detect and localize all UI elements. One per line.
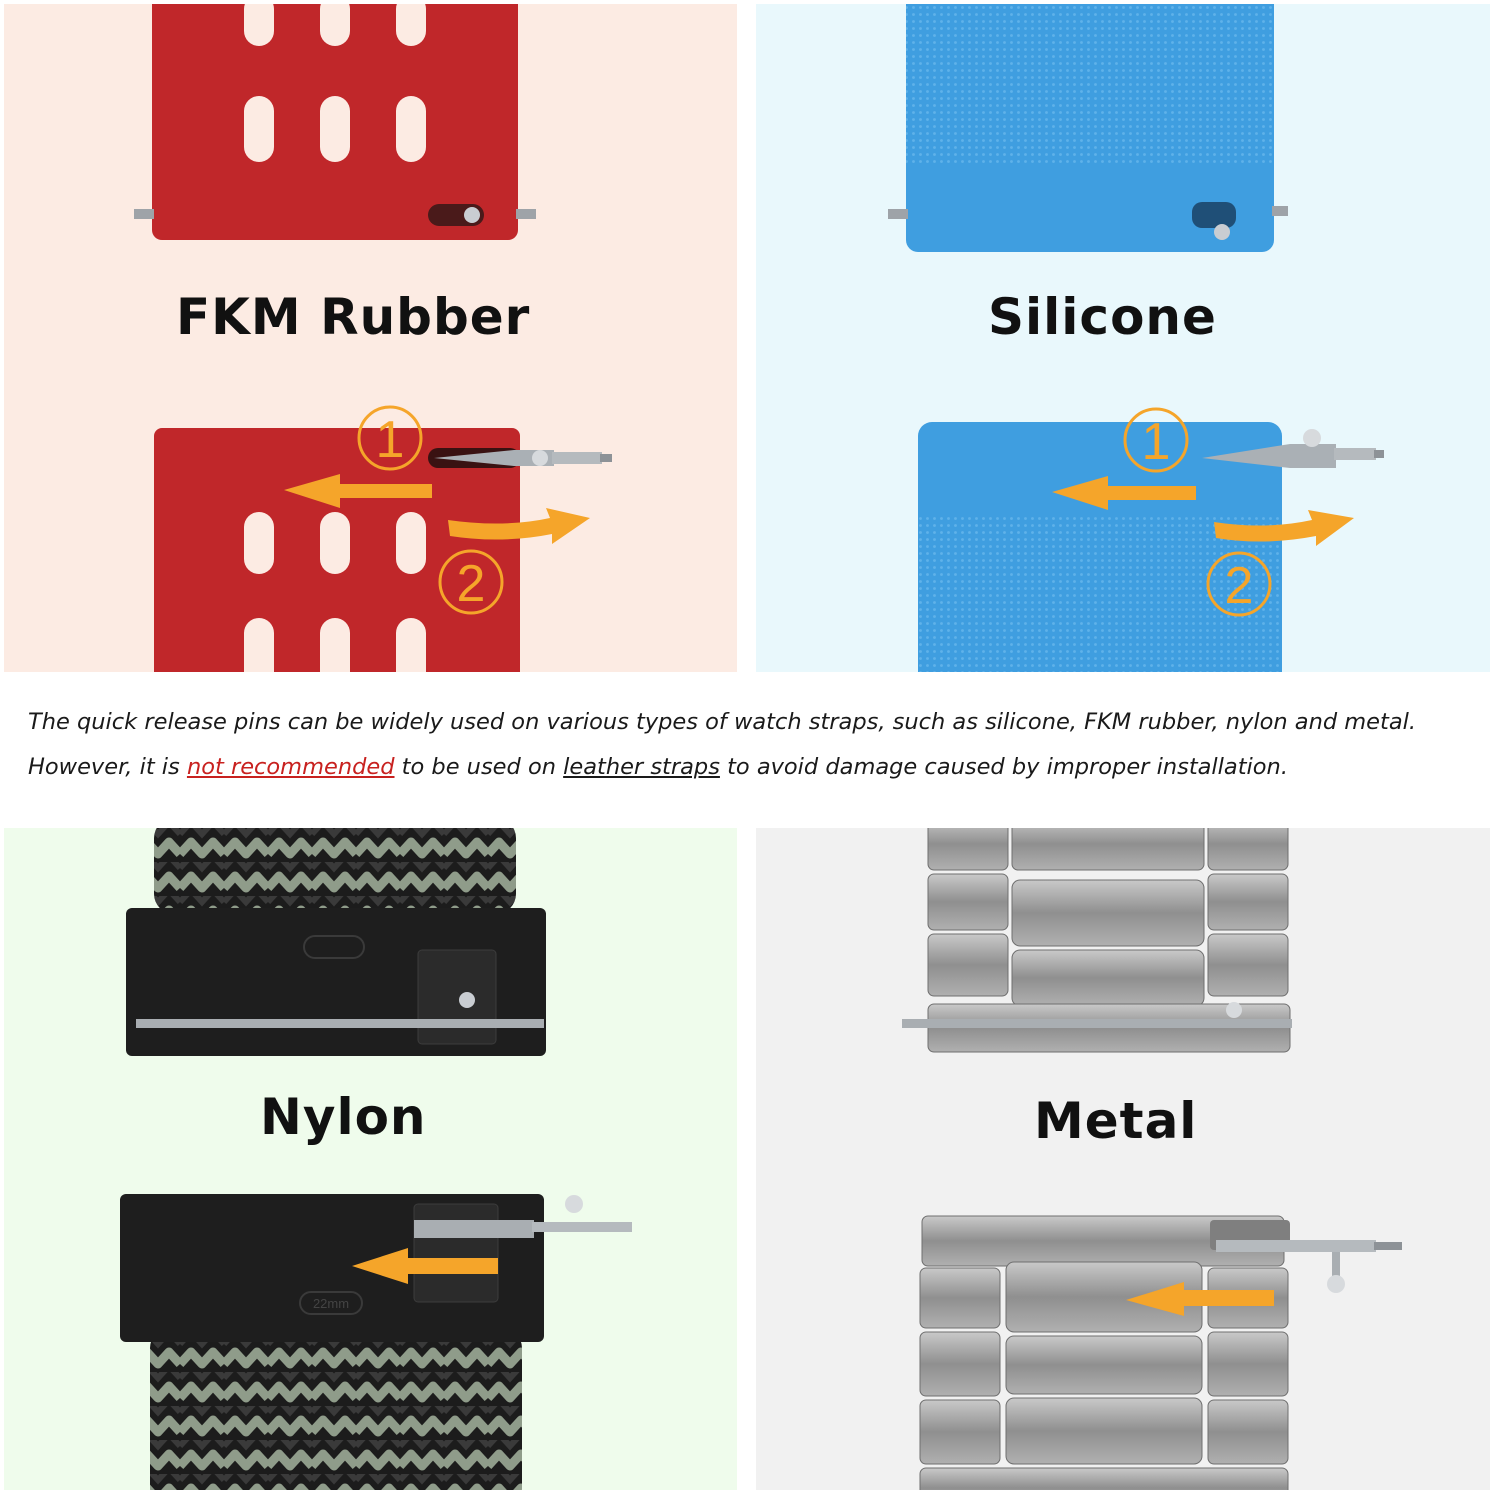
metal-pin-head bbox=[1327, 1275, 1345, 1293]
fkm-rubber-label: FKM Rubber bbox=[176, 288, 531, 346]
nylon-bottom-marking bbox=[299, 1291, 363, 1315]
silicone-pin-knob bbox=[1214, 224, 1230, 240]
silicone-pin-right-tip bbox=[1272, 206, 1288, 216]
metal-label: Metal bbox=[1034, 1092, 1198, 1150]
metal-pin-stem bbox=[1332, 1252, 1340, 1282]
fkm-pin-head bbox=[532, 450, 548, 466]
fkm-rubber-illustration: 1 2 bbox=[134, 4, 612, 672]
fkm-arrow-step1-icon bbox=[284, 474, 432, 508]
fkm-pin-right-tip bbox=[516, 209, 536, 219]
silicone-step1-circle-icon bbox=[1123, 407, 1189, 473]
nylon-clip-marking: 22mm bbox=[313, 1296, 349, 1311]
nylon-top-slot bbox=[417, 949, 497, 1045]
metal-top-pin bbox=[902, 1019, 1292, 1028]
metal-pin-shaft bbox=[1216, 1240, 1376, 1252]
metal-arrow-icon bbox=[1126, 1282, 1274, 1316]
caption-line-2-mid: to be used on bbox=[394, 754, 564, 780]
silicone-arrow-step2-icon bbox=[1214, 510, 1354, 546]
nylon-bottom-braid bbox=[150, 1328, 522, 1490]
fkm-rubber-panel: 1 2 FKM Rubber bbox=[4, 4, 737, 672]
caption: The quick release pins can be widely use… bbox=[28, 700, 1478, 790]
leather-straps-text: leather straps bbox=[563, 754, 720, 780]
nylon-label: Nylon bbox=[260, 1088, 427, 1146]
fkm-step1-circle-icon bbox=[357, 405, 423, 471]
nylon-pin-head bbox=[565, 1195, 583, 1213]
nylon-panel: 22mm Nylon bbox=[4, 828, 737, 1490]
caption-line-2: However, it is not recommended to be use… bbox=[28, 745, 1478, 790]
metal-pin-end bbox=[1374, 1242, 1402, 1250]
silicone-pin-slot bbox=[1192, 202, 1236, 228]
nylon-top-pin bbox=[136, 1019, 544, 1028]
fkm-arrow-step2-icon bbox=[448, 508, 590, 544]
silicone-top-texture bbox=[906, 4, 1274, 164]
nylon-top-braid bbox=[154, 828, 516, 914]
fkm-pin-body bbox=[434, 450, 554, 466]
fkm-step2-circle-icon bbox=[438, 549, 504, 615]
caption-line-1: The quick release pins can be widely use… bbox=[28, 709, 1417, 735]
silicone-pin-left-tip bbox=[888, 209, 908, 219]
nylon-arrow-icon bbox=[352, 1248, 498, 1284]
fkm-pin-end bbox=[600, 454, 612, 462]
silicone-step2-circle-icon bbox=[1206, 551, 1272, 617]
silicone-step1-number: 1 bbox=[1142, 413, 1171, 471]
not-recommended-text: not recommended bbox=[186, 754, 395, 780]
nylon-top-pin-knob bbox=[459, 992, 475, 1008]
metal-top-pin-knob bbox=[1226, 1002, 1242, 1018]
silicone-pin-end bbox=[1374, 450, 1384, 458]
fkm-pin-shaft bbox=[552, 452, 602, 464]
silicone-step2-number: 2 bbox=[1225, 557, 1254, 615]
fkm-bottom-holes bbox=[244, 512, 426, 672]
fkm-step2-number: 2 bbox=[457, 555, 486, 613]
caption-line-2-start: However, it is bbox=[28, 754, 187, 780]
caption-line-2-end: to avoid damage caused by improper insta… bbox=[719, 754, 1288, 780]
silicone-pin-shaft bbox=[1334, 448, 1376, 460]
nylon-pin-shaft bbox=[532, 1222, 632, 1232]
fkm-top-holes bbox=[244, 4, 426, 162]
silicone-illustration: 1 2 bbox=[888, 4, 1384, 672]
fkm-pin-knob bbox=[464, 207, 480, 223]
nylon-illustration: 22mm bbox=[120, 828, 632, 1490]
metal-panel: Metal bbox=[756, 828, 1490, 1490]
metal-top-links bbox=[927, 828, 1291, 1053]
silicone-arrow-step1-icon bbox=[1052, 476, 1196, 510]
nylon-bottom-slot bbox=[413, 1203, 499, 1303]
fkm-pin-left-tip bbox=[134, 209, 154, 219]
nylon-pin-body bbox=[414, 1220, 534, 1238]
silicone-pin-body bbox=[1202, 444, 1336, 468]
silicone-bottom-texture bbox=[918, 516, 1282, 672]
silicone-pin-head bbox=[1303, 429, 1321, 447]
nylon-top-marking bbox=[303, 935, 365, 959]
metal-illustration bbox=[902, 828, 1402, 1490]
silicone-label: Silicone bbox=[988, 288, 1217, 346]
metal-bottom-links bbox=[919, 1215, 1289, 1490]
fkm-step1-number: 1 bbox=[376, 411, 405, 469]
silicone-panel: 1 2 Silicone bbox=[756, 4, 1490, 672]
